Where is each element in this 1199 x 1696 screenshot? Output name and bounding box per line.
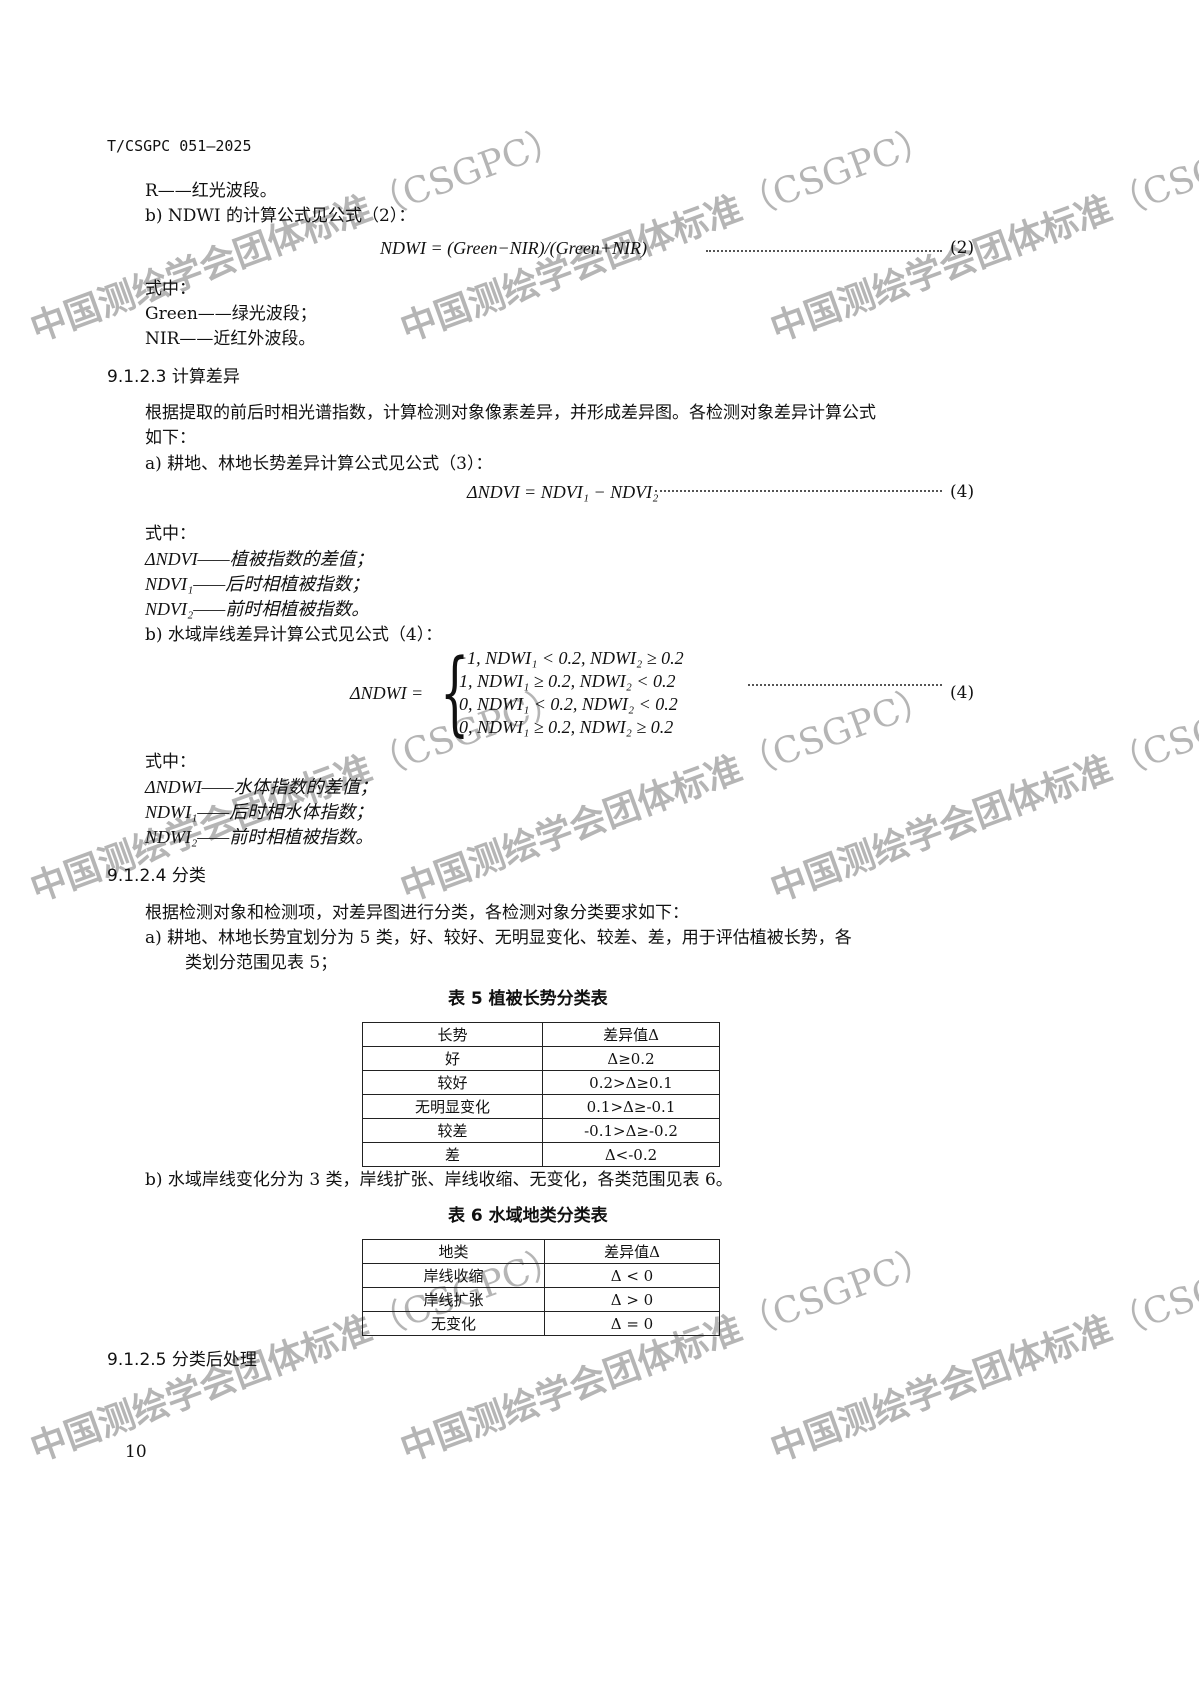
cell: Δ<-0.2 (542, 1142, 720, 1167)
leader-dots (748, 684, 942, 686)
page-number: 10 (125, 1442, 147, 1462)
cell: 岸线扩张 (362, 1287, 545, 1312)
cell: 无变化 (362, 1311, 545, 1336)
paragraph: 如下： (145, 428, 196, 448)
header-cell: 差异值Δ (544, 1239, 720, 1264)
list-item: b) 水域岸线变化分为 3 类，岸线扩张、岸线收缩、无变化，各类范围见表 6。 (145, 1170, 733, 1190)
leader-dots (655, 490, 942, 492)
watermark: 中国测绘学会团体标准（CSGPC） (765, 118, 1199, 351)
formula-case: 0, NDWI₁ < 0.2, NDWI₂ < 0.2 (459, 694, 678, 714)
watermark: 中国测绘学会团体标准（CSGPC） (395, 118, 941, 351)
header-cell: 地类 (362, 1239, 545, 1264)
formula-case: 0, NDWI₁ ≥ 0.2, NDWI₂ ≥ 0.2 (459, 717, 674, 737)
watermark: 中国测绘学会团体标准（CSGPC） (765, 1238, 1199, 1471)
equation-number: (4) (950, 683, 975, 703)
cell: 差 (362, 1142, 543, 1167)
cell: -0.1>Δ≥-0.2 (542, 1118, 720, 1143)
section-heading: 9.1.2.3 计算差异 (107, 367, 240, 387)
formula-4-lhs: ΔNDWI = (350, 683, 424, 703)
header-cell: 差异值Δ (542, 1022, 720, 1047)
equation-number: (4) (950, 482, 975, 502)
cell: 0.2>Δ≥0.1 (542, 1070, 720, 1095)
header-cell: 长势 (362, 1022, 543, 1047)
definition: R——红光波段。 (145, 181, 277, 201)
definition: ΔNDWI——水体指数的差值； (145, 777, 378, 797)
list-item-continued: 类划分范围见表 5； (185, 953, 338, 973)
formula-3: ΔNDVI = NDVI₁ − NDVI₂ (467, 482, 659, 502)
cell: 较差 (362, 1118, 543, 1143)
where-label: 式中： (145, 524, 196, 544)
cell: 无明显变化 (362, 1094, 543, 1119)
table-title: 表 5 植被长势分类表 (448, 989, 608, 1009)
definition: NDWI₂——前时相植被指数。 (145, 827, 374, 847)
table-header-row: 长势差异值Δ (362, 1022, 720, 1047)
formula-case: −1, NDWI₁ < 0.2, NDWI₂ ≥ 0.2 (455, 648, 684, 668)
formula-case: 1, NDWI₁ ≥ 0.2, NDWI₂ < 0.2 (459, 671, 676, 691)
cell: 较好 (362, 1070, 543, 1095)
list-item: b) NDWI 的计算公式见公式（2）： (145, 206, 416, 226)
paragraph: 根据检测对象和检测项，对差异图进行分类，各检测对象分类要求如下： (145, 903, 689, 923)
definition: NDWI₁——后时相水体指数； (145, 802, 374, 822)
formula-2: NDWI = (Green−NIR)/(Green+NIR) (380, 238, 648, 258)
cell: Δ = 0 (544, 1311, 720, 1336)
list-item: a) 耕地、林地长势宜划分为 5 类，好、较好、无明显变化、较差、差，用于评估植… (145, 928, 852, 948)
definition: ΔNDVI——植被指数的差值； (145, 549, 374, 569)
definition: NDVI₁——后时相植被指数； (145, 574, 370, 594)
table-row: 较差-0.1>Δ≥-0.2 (362, 1118, 720, 1143)
cell: Δ < 0 (544, 1263, 720, 1288)
where-label: 式中： (145, 752, 196, 772)
table-header-row: 地类差异值Δ (362, 1239, 720, 1264)
definition: NDVI₂——前时相植被指数。 (145, 599, 370, 619)
definition: NIR——近红外波段。 (145, 329, 316, 349)
list-item: b) 水域岸线差异计算公式见公式（4）： (145, 625, 443, 645)
equation-number: (2) (950, 238, 975, 258)
watermark: 中国测绘学会团体标准（CSGPC） (765, 678, 1199, 911)
section-heading: 9.1.2.4 分类 (107, 866, 206, 886)
section-heading: 9.1.2.5 分类后处理 (107, 1350, 257, 1370)
cell: Δ > 0 (544, 1287, 720, 1312)
cell: 好 (362, 1046, 543, 1071)
leader-dots (706, 250, 942, 252)
doc-code: T/CSGPC 051—2025 (107, 137, 252, 155)
cell: 0.1>Δ≥-0.1 (542, 1094, 720, 1119)
paragraph: 根据提取的前后时相光谱指数，计算检测对象像素差异，并形成差异图。各检测对象差异计… (145, 403, 876, 423)
cell: Δ≥0.2 (542, 1046, 720, 1071)
where-label: 式中： (145, 279, 196, 299)
definition: Green——绿光波段； (145, 304, 317, 324)
list-item: a) 耕地、林地长势差异计算公式见公式（3）： (145, 454, 493, 474)
table-title: 表 6 水域地类分类表 (448, 1206, 608, 1226)
cell: 岸线收缩 (362, 1263, 545, 1288)
brace: { (440, 639, 470, 746)
